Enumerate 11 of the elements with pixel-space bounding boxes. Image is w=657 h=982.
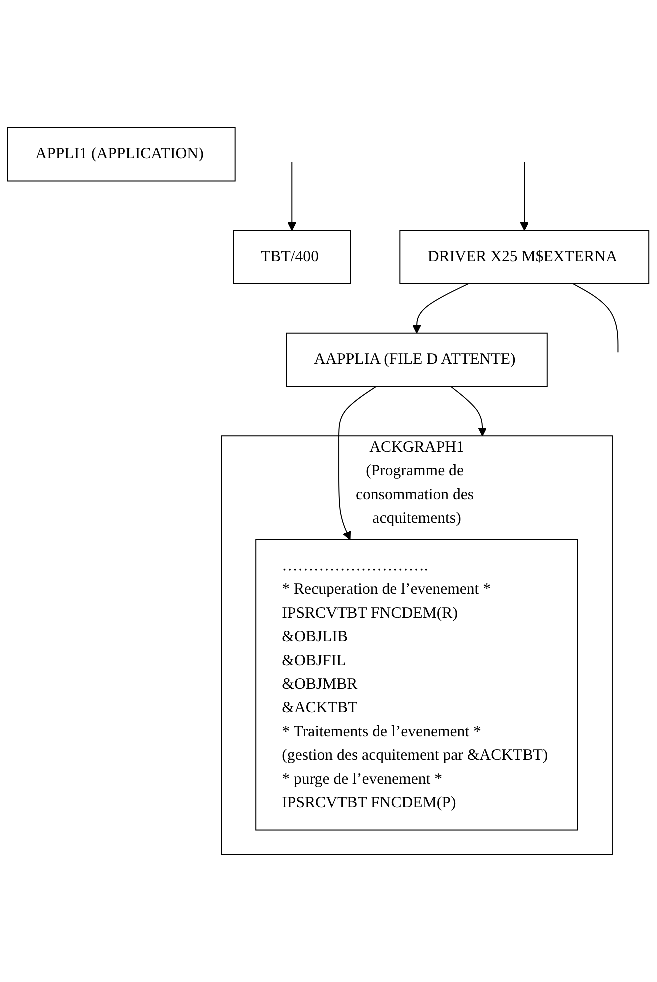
arrow	[412, 283, 470, 334]
process-box: APPLI1 (APPLICATION)	[7, 126, 236, 182]
arrow	[520, 161, 529, 231]
arrow	[450, 386, 487, 436]
process-box: ………………………. * Recuperation de l’evenement * IPSRCVTBT FNCDEM(R) &OBJLIB &OBJFIL &OBJMBR &ACKTBT * Traitements de l’evenement * (gestion des acquitement par &ACKTBT) * purge de l’evenement * IPSRCVTBT FNCDEM(P)	[256, 538, 578, 830]
process-box: TBT/400	[233, 230, 352, 284]
process-box: AAPPLIA (FILE D ATTENTE)	[286, 332, 548, 387]
connector-line	[572, 283, 619, 353]
process-box: DRIVER X25 M$EXTERNA	[400, 230, 650, 284]
arrow	[338, 386, 377, 540]
arrow	[288, 161, 296, 231]
